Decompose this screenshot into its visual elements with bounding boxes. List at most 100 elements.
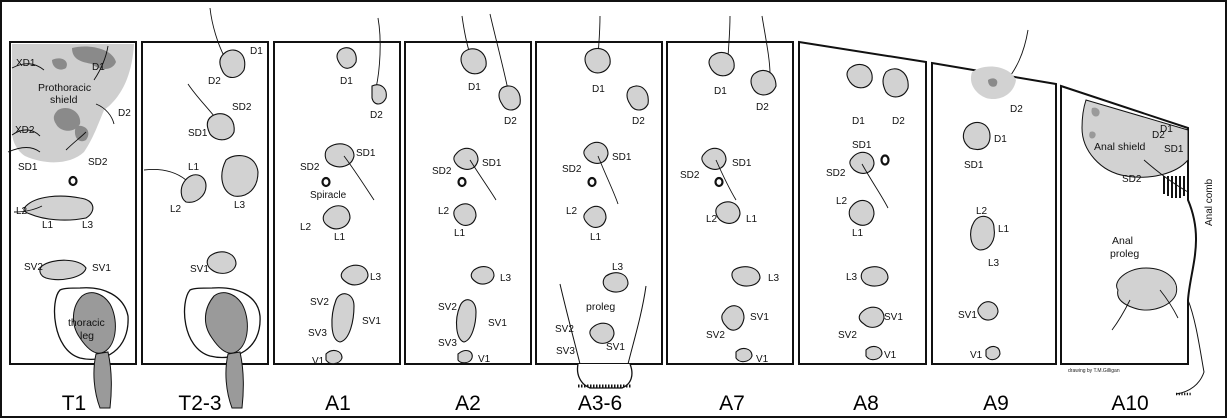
pinaculum-l3 (221, 154, 259, 197)
spiracle-a8 (880, 154, 890, 166)
pinaculum-v1 (325, 349, 343, 365)
pinaculum-sv (39, 259, 87, 281)
segment-a1: D1 D2 SD2 SD1 Spiracle L2 L1 L3 SV2 SV1 … (300, 17, 387, 367)
label-l1: L1 (852, 228, 864, 239)
label-sd2: SD2 (562, 164, 582, 175)
segment-label-a3-6: A3-6 (578, 392, 622, 415)
label-l2: L2 (438, 206, 450, 217)
label-sv1: SV1 (362, 316, 381, 327)
pinaculum-l (715, 201, 741, 224)
pinaculum-d2 (371, 84, 387, 105)
seta-sd1 (715, 159, 737, 201)
label-d2: D2 (756, 102, 769, 113)
label-sv3: SV3 (308, 328, 327, 339)
pinaculum-d1 (846, 63, 873, 89)
pinaculum-d1 (708, 51, 735, 77)
seta-l1 (143, 169, 187, 181)
segment-a7: D1 D2 SD2 SD1 L2 L1 L3 SV1 SV2 V1 (680, 15, 780, 365)
seta-d2 (761, 15, 771, 75)
label-anal-shield: Anal shield (1094, 141, 1146, 153)
shield-pigment-patch (52, 58, 67, 70)
label-l3: L3 (846, 272, 858, 283)
pinaculum-sd (453, 147, 479, 170)
segment-a10: D1 D2 SD1 Anal shield SD2 Anal comb Anal… (1068, 99, 1215, 396)
proleg-outline-right (627, 285, 647, 365)
label-l3: L3 (500, 273, 512, 284)
label-sv3: SV3 (438, 338, 457, 349)
label-d1: D1 (592, 84, 605, 95)
pinaculum-sv1 (977, 301, 999, 321)
label-spiracle: Spiracle (310, 190, 347, 201)
label-l1: L1 (334, 232, 346, 243)
segment-a9: D2 D1 SD1 L2 L1 L3 SV1 V1 (958, 29, 1029, 361)
spiracle-a1 (321, 176, 331, 188)
label-l2: L2 (976, 206, 988, 217)
label-prothoracic: Prothoracic (38, 82, 91, 94)
segment-label-a7: A7 (719, 392, 745, 415)
label-sv1: SV1 (750, 312, 769, 323)
pinaculum-sd (583, 141, 609, 164)
label-d1: D1 (994, 134, 1007, 145)
pinaculum-sd (849, 151, 875, 174)
drawing-credit: drawing by T.M.Gilligan (1068, 368, 1120, 374)
shield-pigment-patch (72, 46, 116, 69)
shield-pigment-patch (53, 107, 81, 131)
label-d1: D1 (1160, 124, 1173, 135)
anal-shield (1081, 99, 1189, 178)
proleg-outline (1175, 299, 1205, 395)
label-v1: V1 (970, 350, 983, 361)
pinaculum-l (848, 199, 875, 226)
label-v1: V1 (756, 354, 769, 365)
seta-xd1 (11, 63, 45, 71)
shield-pigment-patch (1091, 107, 1100, 117)
label-l2: L2 (300, 222, 312, 233)
pinaculum-d1 (584, 47, 611, 74)
label-anal-comb: Anal comb (1204, 178, 1215, 226)
pinaculum-l-group (23, 195, 94, 221)
label-sv3: SV3 (556, 346, 575, 357)
pinaculum-d1 (962, 121, 991, 151)
label-proleg: proleg (586, 301, 615, 313)
pinaculum-sv (455, 299, 477, 343)
segment-a3-6: D1 D2 SD2 SD1 L2 L1 L3 proleg SV2 SV1 SV… (555, 15, 649, 389)
segment-t1: XD1 D1 Prothoracic shield D2 XD2 SD1 SD2… (7, 44, 134, 409)
label-l1: L1 (188, 162, 200, 173)
label-sv2: SV2 (555, 324, 574, 335)
pinaculum-v1 (865, 345, 883, 361)
pinaculum-sv (331, 293, 355, 343)
label-l3: L3 (988, 258, 1000, 269)
segment-label-a10: A10 (1111, 392, 1148, 415)
label-sv2: SV2 (24, 262, 43, 273)
label-l3: L3 (82, 220, 94, 231)
seta-sd1 (597, 155, 619, 205)
label-d1: D1 (340, 76, 353, 87)
label-v1: V1 (312, 356, 325, 367)
segment-a8: D1 D2 SD1 SD2 L2 L1 L3 SV1 SV2 V1 (826, 63, 909, 361)
seta-xd2 (11, 129, 41, 137)
label-d2: D2 (208, 76, 221, 87)
pinaculum-anal-proleg (1116, 267, 1178, 311)
label-sd2: SD2 (232, 102, 252, 113)
label-proleg: proleg (1110, 248, 1139, 260)
segment-label-a9: A9 (983, 392, 1009, 415)
label-l2: L2 (836, 196, 848, 207)
seta-d1 (93, 45, 109, 81)
pinaculum-l (453, 203, 477, 226)
pinaculum-d2 (882, 68, 909, 98)
segment-label-t1: T1 (62, 392, 87, 415)
label-d1: D1 (852, 116, 865, 127)
label-v1: V1 (478, 354, 491, 365)
pinaculum-d2 (626, 85, 649, 111)
label-d2: D2 (370, 110, 383, 121)
pinaculum-d2 (498, 85, 521, 111)
pinaculum-l1 (180, 174, 207, 203)
label-sd2: SD2 (432, 166, 452, 177)
pinaculum-d1 (336, 47, 357, 69)
label-sv1: SV1 (92, 263, 111, 274)
label-l2: L2 (16, 206, 28, 217)
label-sv1: SV1 (488, 318, 507, 329)
pinaculum-l3 (731, 266, 761, 287)
label-l3: L3 (768, 273, 780, 284)
proleg-outline-left (559, 283, 581, 365)
